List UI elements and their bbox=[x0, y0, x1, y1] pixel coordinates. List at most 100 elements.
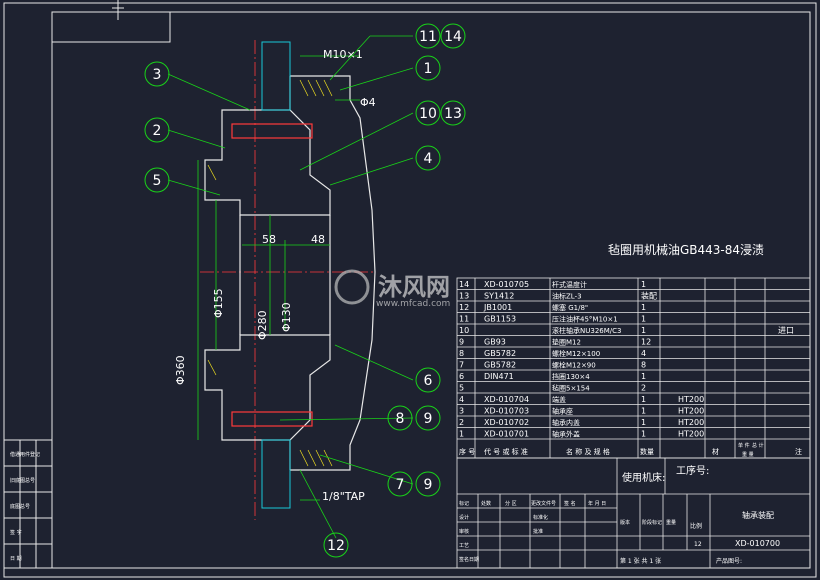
watermark-name: 沐风网 bbox=[378, 273, 450, 301]
row-label: 标记 bbox=[459, 500, 469, 507]
bom-cell-qty: 1 bbox=[641, 407, 646, 416]
bom-cell-code: GB93 bbox=[484, 338, 506, 347]
dimension-texts: M10×1 Φ4 58 48 Φ155 Φ280 Φ130 Φ360 1/8"T… bbox=[174, 48, 376, 503]
callout-label: 14 bbox=[444, 29, 462, 45]
bom-header-no: 序 号 bbox=[459, 447, 475, 456]
bom-cell-name: 螺塞 G1/8" bbox=[552, 303, 588, 312]
callout-label: 5 bbox=[153, 173, 162, 189]
bom-cell-no: 6 bbox=[459, 372, 464, 381]
bom-cell-qty: 4 bbox=[641, 349, 646, 358]
side-strip-label-2: 底图总号 bbox=[10, 503, 30, 510]
bom-header-unit: 单 件 bbox=[738, 442, 750, 449]
bom-cell-qty: 1 bbox=[641, 315, 646, 324]
scale-value: 12 bbox=[694, 541, 702, 548]
callout-label: 12 bbox=[327, 538, 345, 554]
bearing-housing-section bbox=[204, 75, 376, 471]
callout-balloons bbox=[144, 23, 466, 558]
bom-cell-qty: 1 bbox=[641, 372, 646, 381]
row-label: 年 月 日 bbox=[588, 500, 606, 507]
dim-58: 58 bbox=[262, 233, 276, 246]
callout-label: 3 bbox=[153, 67, 162, 83]
drawing-name: 轴承装配 bbox=[742, 510, 774, 520]
bom-cell-name: 杆式温度计 bbox=[552, 280, 587, 289]
bom-cell-code: JB1001 bbox=[483, 303, 512, 312]
title-block-texts: 使用机床: 工序号: 轴承装配 XD-010700 12 比例 重量 阶段标记 … bbox=[459, 464, 780, 565]
bom-cell-no: 1 bbox=[459, 430, 464, 439]
dim-360: Φ360 bbox=[174, 355, 187, 385]
callout-label: 4 bbox=[424, 151, 433, 167]
bom-cell-code: XD-010702 bbox=[484, 418, 529, 427]
bom-cell-no: 8 bbox=[459, 349, 464, 358]
bom-cell-no: 11 bbox=[459, 315, 469, 324]
side-strip-labels: 借通用件登记 旧底图总号 底图总号 签 字 日 期 bbox=[10, 451, 40, 562]
bom-cell-qty: 1 bbox=[641, 326, 646, 335]
bom-cell-qty: 2 bbox=[641, 384, 646, 393]
sheet-text: 第 1 张 共 1 张 bbox=[620, 557, 661, 565]
bom-cell-mat: HT200 bbox=[678, 418, 704, 427]
dim-thread: M10×1 bbox=[323, 48, 363, 61]
bom-cell-no: 10 bbox=[459, 326, 469, 335]
side-strip-label-0: 借通用件登记 bbox=[10, 451, 40, 458]
bom-cell-note: 进口 bbox=[778, 326, 794, 335]
bom-cell-no: 3 bbox=[459, 407, 464, 416]
bom-cell-qty: 装配 bbox=[641, 291, 657, 301]
title-note: 毡圈用机械油GB443-84浸渍 bbox=[608, 242, 764, 257]
weight-label: 重量 bbox=[666, 519, 676, 526]
bom-cell-no: 14 bbox=[459, 280, 469, 289]
bom-cell-code: DIN471 bbox=[484, 372, 514, 381]
bom-cell-name: 垫圈M12 bbox=[552, 338, 581, 347]
side-strip-label-1: 旧底图总号 bbox=[10, 477, 35, 484]
title-block bbox=[456, 457, 811, 569]
bom-cell-name: 挡圈130×4 bbox=[552, 372, 590, 381]
stage-label: 阶段标记 bbox=[642, 519, 662, 526]
bom-header-total: 总 计 bbox=[752, 442, 764, 449]
scale-label: 比例 bbox=[690, 522, 702, 530]
dim-tap: 1/8"TAP bbox=[322, 490, 365, 503]
bom-cell-qty: 1 bbox=[641, 395, 646, 404]
callout-label: 13 bbox=[444, 106, 462, 122]
bom-cell-name: 油标ZL-3 bbox=[552, 292, 582, 301]
bom-cell-code: SY1412 bbox=[484, 292, 514, 301]
bom-cell-name: 轴承内盖 bbox=[552, 418, 580, 427]
sign-date-label: 签名日期 bbox=[459, 556, 479, 563]
bom-cell-name: 螺栓M12×100 bbox=[552, 349, 600, 358]
side-strip-label-4: 日 期 bbox=[10, 556, 22, 562]
row-label: 更改文件号 bbox=[531, 500, 556, 507]
bom-cell-name: 端盖 bbox=[552, 395, 566, 404]
bom-header: 序 号 代 号 或 标 准 名 称 及 规 格 数量 材 单 件 总 计 重 量… bbox=[459, 442, 802, 458]
bom-cell-code: GB5782 bbox=[484, 349, 516, 358]
leader-lines bbox=[167, 35, 414, 539]
bom-cell-code: GB5782 bbox=[484, 361, 516, 370]
check-label: 审核 bbox=[459, 528, 469, 535]
bom-cell-no: 7 bbox=[459, 361, 464, 370]
bom-cell-code: XD-010701 bbox=[484, 430, 529, 439]
dim-130: Φ130 bbox=[280, 302, 293, 332]
row-label: 签 名 bbox=[564, 500, 576, 507]
bom-cell-no: 9 bbox=[459, 338, 464, 347]
bom-cell-code: XD-010704 bbox=[484, 395, 529, 404]
bom-cell-qty: 1 bbox=[641, 430, 646, 439]
watermark-url: www.mfcad.com bbox=[376, 299, 450, 309]
bom-cell-code: XD-010705 bbox=[484, 280, 529, 289]
dimension-lines bbox=[197, 55, 360, 501]
callout-label: 11 bbox=[419, 29, 437, 45]
std-label: 标准化 bbox=[533, 514, 548, 521]
bom-cell-no: 5 bbox=[459, 384, 464, 393]
mounting-plate-top bbox=[261, 41, 291, 111]
bom-cell-no: 4 bbox=[459, 395, 464, 404]
bom-cell-no: 2 bbox=[459, 418, 464, 427]
bom-header-mat: 材 bbox=[712, 447, 719, 456]
mounting-plate-bottom bbox=[261, 439, 291, 509]
bom-cell-qty: 12 bbox=[641, 338, 651, 347]
bom-cell-mat: HT200 bbox=[678, 407, 704, 416]
row-label: 分 区 bbox=[505, 500, 517, 507]
callout-label: 9 bbox=[424, 477, 433, 493]
bom-cell-name: 毡圈5×154 bbox=[552, 384, 590, 393]
drawing-no: XD-010700 bbox=[735, 539, 780, 548]
bom-header-qty: 数量 bbox=[640, 447, 654, 456]
bom-cell-qty: 8 bbox=[641, 361, 646, 370]
row-label: 处数 bbox=[481, 500, 491, 507]
dim-280: Φ280 bbox=[256, 310, 269, 340]
version-label: 版本 bbox=[620, 519, 630, 526]
